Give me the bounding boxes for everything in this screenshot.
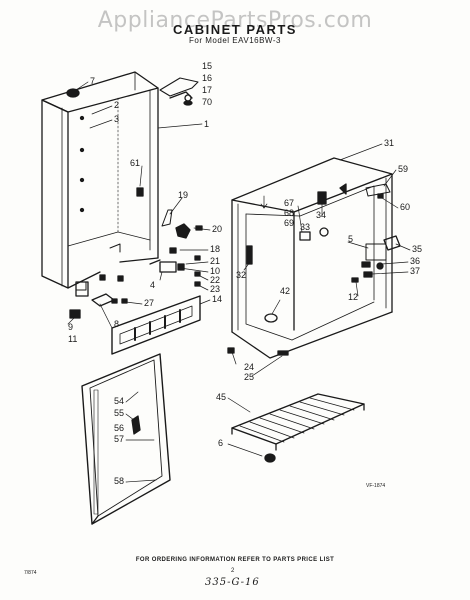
callout-27: 27	[144, 298, 155, 308]
callout-58: 58	[114, 476, 125, 486]
hinge-parts-top	[159, 77, 199, 106]
callout-37: 37	[410, 266, 421, 276]
callout-12: 12	[348, 292, 359, 302]
callout-25: 25	[244, 372, 255, 382]
wire-shelf	[231, 393, 365, 463]
callout-17: 17	[202, 85, 213, 95]
callout-36: 36	[410, 256, 421, 266]
callout-4: 4	[150, 280, 156, 290]
callout-16: 16	[202, 73, 213, 83]
watermark: AppliancePartsPros.com	[97, 8, 373, 33]
callout-8: 8	[114, 319, 120, 329]
callout-70: 70	[202, 97, 213, 107]
callout-9: 9	[68, 322, 74, 332]
callout-33: 33	[300, 222, 311, 232]
callout-14: 14	[212, 294, 223, 304]
callout-5: 5	[348, 234, 354, 244]
door-gasket	[81, 353, 171, 525]
callout-22: 22	[210, 275, 221, 285]
callout-34: 34	[316, 210, 327, 220]
callout-20: 20	[212, 224, 223, 234]
callout-10: 10	[210, 266, 221, 276]
figure-code: VF-1874	[366, 483, 386, 489]
callout-31: 31	[384, 138, 395, 148]
callout-67: 67	[284, 198, 295, 208]
callout-19: 19	[178, 190, 189, 200]
page-number: 2	[231, 568, 235, 574]
callout-61: 61	[130, 158, 141, 168]
cabinet-shell	[41, 71, 159, 291]
callout-55: 55	[114, 408, 125, 418]
callout-68: 68	[284, 208, 295, 218]
callout-leaders	[67, 81, 411, 483]
corner-code: 7/874	[24, 570, 37, 576]
callout-18: 18	[210, 244, 221, 254]
assembly-arrows	[260, 195, 268, 209]
callout-11: 11	[68, 334, 78, 344]
callout-69: 69	[284, 218, 295, 228]
handwritten-code: 335-G-16	[205, 577, 260, 588]
callout-45: 45	[216, 392, 227, 402]
ordering-info-note: FOR ORDERING INFORMATION REFER TO PARTS …	[135, 557, 335, 563]
callout-32: 32	[236, 270, 247, 280]
callout-60: 60	[400, 202, 411, 212]
callout-6: 6	[218, 438, 224, 448]
callout-54: 54	[114, 396, 125, 406]
callout-21: 21	[210, 256, 221, 266]
diagram-title: CABINET PARTS	[173, 22, 297, 37]
thermostat-parts	[339, 183, 401, 283]
callout-35: 35	[412, 244, 423, 254]
callout-57: 57	[114, 434, 125, 444]
callout-1: 1	[204, 119, 210, 129]
hinge-parts-middle	[149, 209, 203, 287]
callout-42: 42	[280, 286, 291, 296]
callout-56: 56	[114, 423, 125, 433]
callout-23: 23	[210, 284, 221, 294]
leveling-parts	[69, 274, 128, 319]
callout-59: 59	[398, 164, 409, 174]
diagram-subtitle: For Model EAV16BW-3	[189, 36, 281, 45]
liner-screws	[227, 347, 289, 356]
toe-grille	[111, 295, 201, 355]
callout-7: 7	[90, 76, 96, 86]
callout-24: 24	[244, 362, 255, 372]
callout-2: 2	[114, 100, 120, 110]
callout-15: 15	[202, 61, 213, 71]
callout-3: 3	[114, 114, 120, 124]
